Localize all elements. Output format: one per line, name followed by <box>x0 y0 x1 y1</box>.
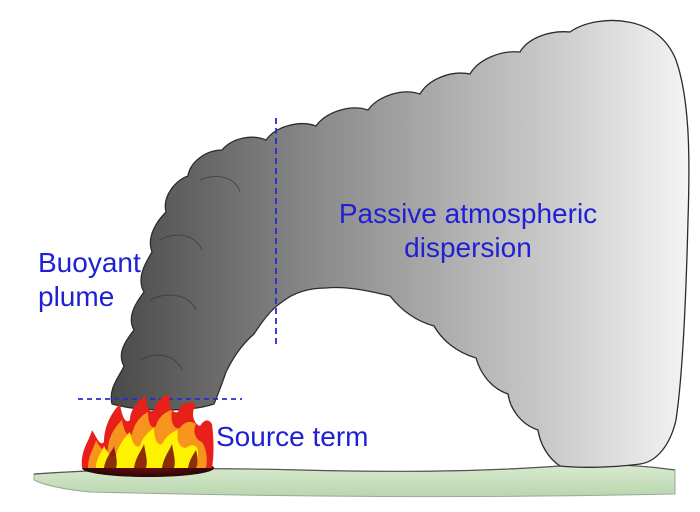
passive-label-line2: dispersion <box>404 232 532 263</box>
source-term-label: Source term <box>216 421 369 452</box>
buoyant-label-line2: plume <box>38 281 115 312</box>
buoyant-plume-label: Buoyant plume <box>38 246 141 314</box>
fire-icon <box>81 394 214 477</box>
buoyant-label-line1: Buoyant <box>38 247 141 278</box>
passive-dispersion-label: Passive atmospheric dispersion <box>318 197 618 265</box>
smoke-cloud <box>110 19 690 468</box>
passive-label-line1: Passive atmospheric <box>338 198 598 229</box>
